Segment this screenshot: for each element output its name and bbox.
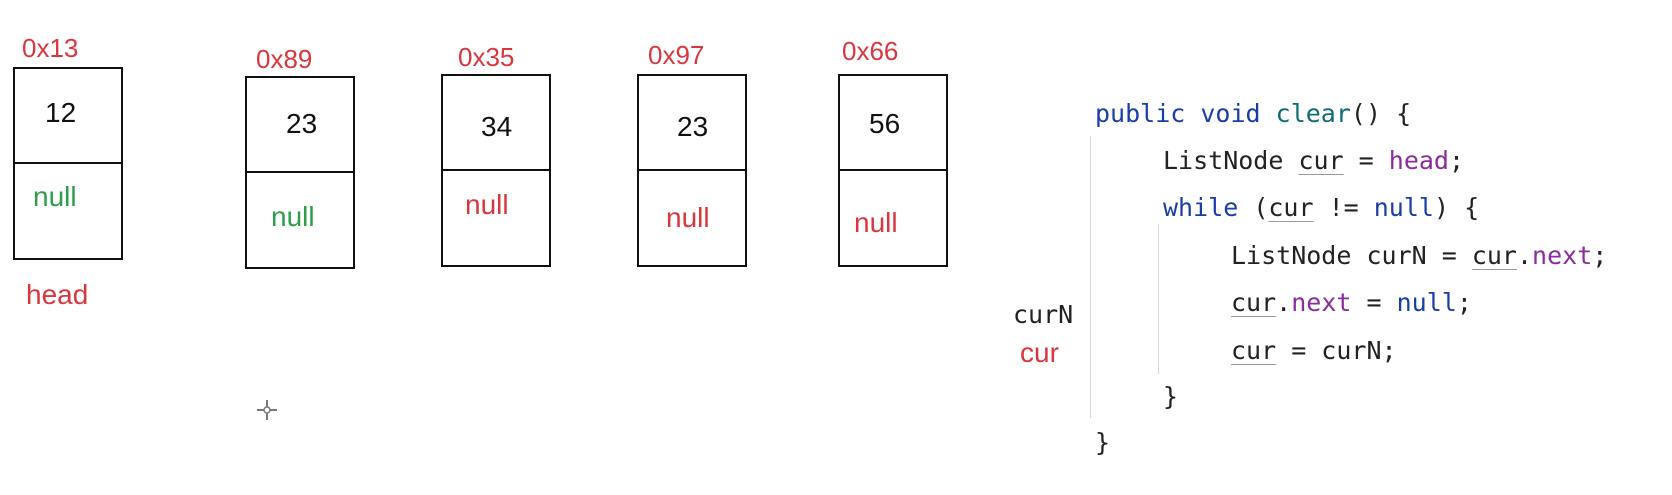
node-next: null	[33, 181, 77, 212]
code-keyword: while	[1163, 193, 1239, 222]
node-value: 23	[286, 108, 318, 139]
code-text: ListNode	[1163, 146, 1299, 175]
node-address: 0x35	[458, 42, 515, 72]
code-line: cur = curN;	[1231, 338, 1397, 363]
node-value-cell: 34	[443, 76, 549, 171]
code-variable: cur	[1471, 241, 1517, 270]
code-field: next	[1532, 241, 1593, 270]
node-next: null	[271, 201, 315, 232]
code-line: }	[1095, 428, 1111, 457]
node-value: 23	[677, 111, 709, 142]
code-keyword: void	[1200, 99, 1261, 128]
code-text: .	[1516, 241, 1533, 270]
code-text: = curN;	[1276, 336, 1397, 365]
head-label: head	[26, 279, 89, 310]
node-next: null	[666, 202, 710, 233]
node-value-cell: 12	[15, 69, 121, 164]
code-keyword: public	[1095, 99, 1186, 128]
code-text: !=	[1313, 193, 1374, 222]
node-next: null	[465, 189, 509, 220]
code-text: =	[1351, 288, 1397, 317]
node-next-cell: null	[840, 171, 946, 264]
node-value: 34	[481, 111, 513, 142]
node-address: 0x97	[648, 40, 705, 70]
code-text: ;	[1456, 288, 1472, 317]
node-next-cell: null	[15, 164, 121, 257]
code-text: ListNode curN =	[1231, 241, 1472, 270]
list-node: 34 null	[441, 74, 551, 267]
code-method-name: clear	[1275, 99, 1351, 128]
code-line: cur.next = null;	[1231, 290, 1472, 315]
code-line: ListNode cur = head;	[1163, 148, 1464, 173]
list-node: 56 null	[838, 74, 948, 267]
node-next-cell: null	[247, 173, 353, 266]
code-variable: cur	[1231, 336, 1277, 365]
node-address: 0x66	[842, 36, 899, 66]
code-line: }	[1163, 382, 1179, 411]
code-line: public void clear() {	[1095, 101, 1411, 126]
node-value: 56	[869, 108, 901, 139]
node-value-cell: 23	[639, 76, 745, 171]
crosshair-cursor-icon	[257, 400, 277, 420]
code-text: .	[1276, 288, 1292, 317]
code-text: () {	[1350, 99, 1412, 128]
node-next-cell: null	[639, 171, 745, 264]
node-next-cell: null	[443, 171, 549, 264]
list-node: 23 null	[245, 76, 355, 269]
node-next: null	[854, 207, 898, 238]
code-line: while (cur != null) {	[1163, 195, 1479, 220]
code-text: ;	[1449, 146, 1465, 175]
code-line: ListNode curN = cur.next;	[1231, 243, 1607, 268]
code-field: head	[1388, 146, 1449, 175]
code-variable: cur	[1268, 193, 1314, 222]
code-text: ) {	[1433, 193, 1480, 222]
code-variable: cur	[1298, 146, 1344, 175]
cur-label: cur	[1020, 337, 1059, 368]
node-value-cell: 23	[247, 78, 353, 173]
code-text: =	[1343, 146, 1389, 175]
node-address: 0x89	[256, 44, 313, 74]
node-address: 0x13	[22, 33, 79, 63]
code-field: next	[1291, 288, 1352, 317]
list-node: 23 null	[637, 74, 747, 267]
code-text: ;	[1592, 241, 1608, 270]
node-value-cell: 56	[840, 76, 946, 171]
indent-guide	[1090, 136, 1091, 418]
code-keyword: null	[1373, 193, 1434, 222]
node-value: 12	[45, 97, 77, 128]
code-text: (	[1238, 193, 1269, 222]
curN-label: curN	[1013, 300, 1074, 329]
code-variable: cur	[1231, 288, 1277, 317]
code-keyword: null	[1396, 288, 1457, 317]
list-node: 12 null	[13, 67, 123, 260]
indent-guide	[1158, 224, 1159, 374]
